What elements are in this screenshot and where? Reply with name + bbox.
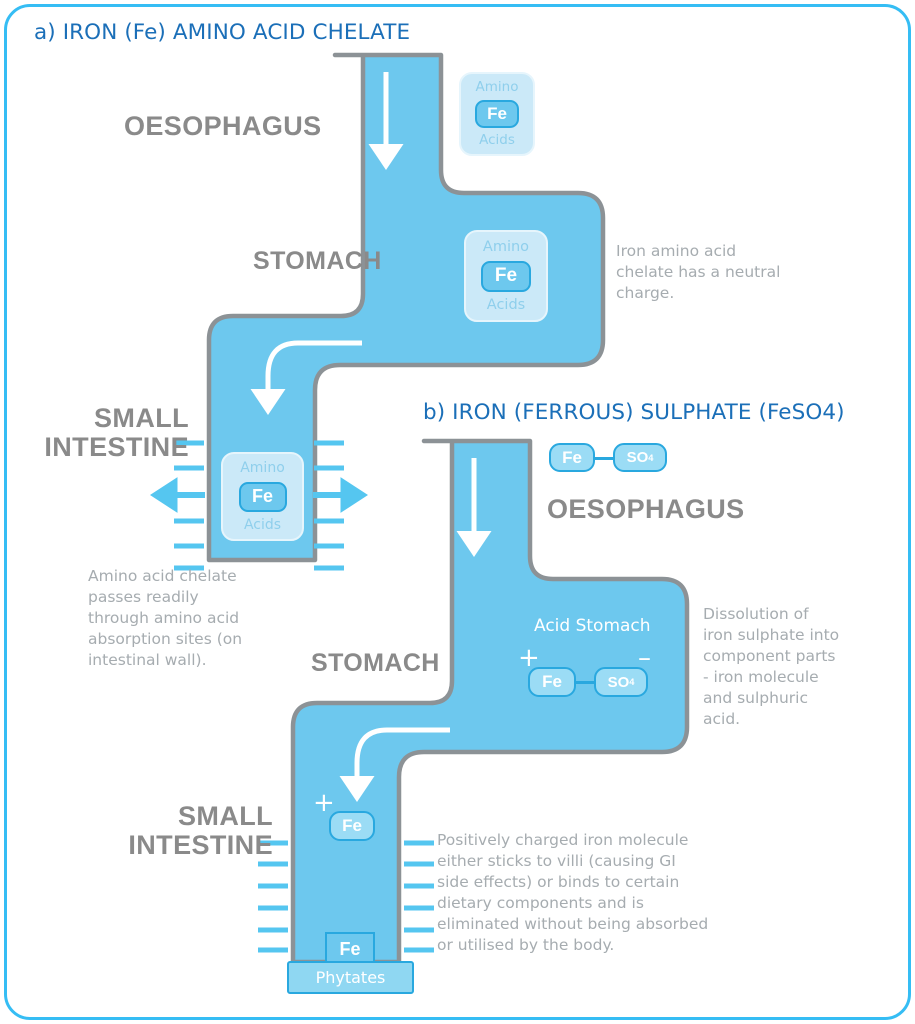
so4-negative-charge-sign: – bbox=[638, 643, 651, 673]
organ-label-small-intestine-a: SMALL INTESTINE bbox=[9, 404, 189, 461]
tube-section-a bbox=[206, 52, 606, 563]
organ-label-stomach-b: STOMACH bbox=[311, 649, 440, 677]
chelate-fe-pill: Fe bbox=[481, 260, 531, 292]
small-intestine-b-line1: SMALL bbox=[178, 801, 273, 831]
fe-positive-charge-sign: + bbox=[518, 643, 540, 673]
acid-stomach-label: Acid Stomach bbox=[534, 616, 651, 636]
section-a-title: a) IRON (Fe) AMINO ACID CHELATE bbox=[34, 20, 411, 45]
fe-positive-charge-sign-intestine: + bbox=[313, 788, 335, 818]
note-elimination: Positively charged iron molecule either … bbox=[437, 831, 709, 955]
chemical-bond-icon bbox=[573, 681, 597, 684]
organ-label-stomach-a: STOMACH bbox=[253, 247, 382, 275]
section-b-title: b) IRON (FERROUS) SULPHATE (FeSO4) bbox=[423, 400, 845, 425]
chelate-acids-label: Acids bbox=[486, 296, 526, 313]
molecule-fe-pill-stomach: Fe bbox=[528, 667, 576, 697]
villi-dash-icon bbox=[258, 840, 434, 953]
chelate-fe-pill: Fe bbox=[475, 100, 519, 128]
tube-path-b bbox=[290, 438, 690, 965]
chelate-badge-intestine: Amino Fe Acids bbox=[221, 452, 304, 541]
organ-label-oesophagus-b: OESOPHAGUS bbox=[547, 494, 745, 524]
tube-path-a bbox=[206, 52, 606, 563]
molecule-fe-pill-top: Fe bbox=[549, 443, 595, 472]
organ-label-small-intestine-b: SMALL INTESTINE bbox=[93, 802, 273, 859]
small-intestine-a-line2: INTESTINE bbox=[44, 431, 189, 462]
note-dissolution: Dissolution of iron sulphate into compon… bbox=[703, 605, 840, 729]
so4-subscript: 4 bbox=[629, 677, 635, 687]
chelate-badge-oesophagus: Amino Fe Acids bbox=[459, 72, 535, 156]
small-intestine-b-line2: INTESTINE bbox=[128, 829, 273, 860]
chelate-fe-pill: Fe bbox=[238, 481, 287, 512]
chelate-amino-label: Amino bbox=[482, 239, 530, 255]
phytates-bar: Phytates bbox=[287, 961, 414, 994]
chelate-acids-label: Acids bbox=[479, 131, 515, 148]
curved-arrow-icon bbox=[339, 727, 450, 802]
chelate-amino-label: Amino bbox=[240, 460, 285, 476]
curved-arrow-icon bbox=[250, 340, 362, 415]
chelate-badge-stomach: Amino Fe Acids bbox=[464, 230, 548, 322]
chemical-bond-icon bbox=[592, 457, 616, 460]
phytates-fe-box: Fe bbox=[325, 932, 375, 966]
chelate-amino-label: Amino bbox=[475, 79, 519, 95]
so4-subscript: 4 bbox=[648, 452, 654, 463]
small-intestine-a-line1: SMALL bbox=[94, 403, 189, 433]
tube-section-b bbox=[290, 438, 690, 965]
so4-text: SO bbox=[626, 449, 649, 466]
so4-text: SO bbox=[607, 673, 630, 691]
note-neutral-charge: Iron amino acid chelate has a neutral ch… bbox=[616, 242, 781, 303]
organ-label-oesophagus-a: OESOPHAGUS bbox=[124, 111, 322, 141]
molecule-fe-pill-intestine: Fe bbox=[329, 811, 375, 841]
note-absorption: Amino acid chelate passes readily throug… bbox=[88, 567, 243, 670]
chelate-acids-label: Acids bbox=[243, 517, 282, 533]
